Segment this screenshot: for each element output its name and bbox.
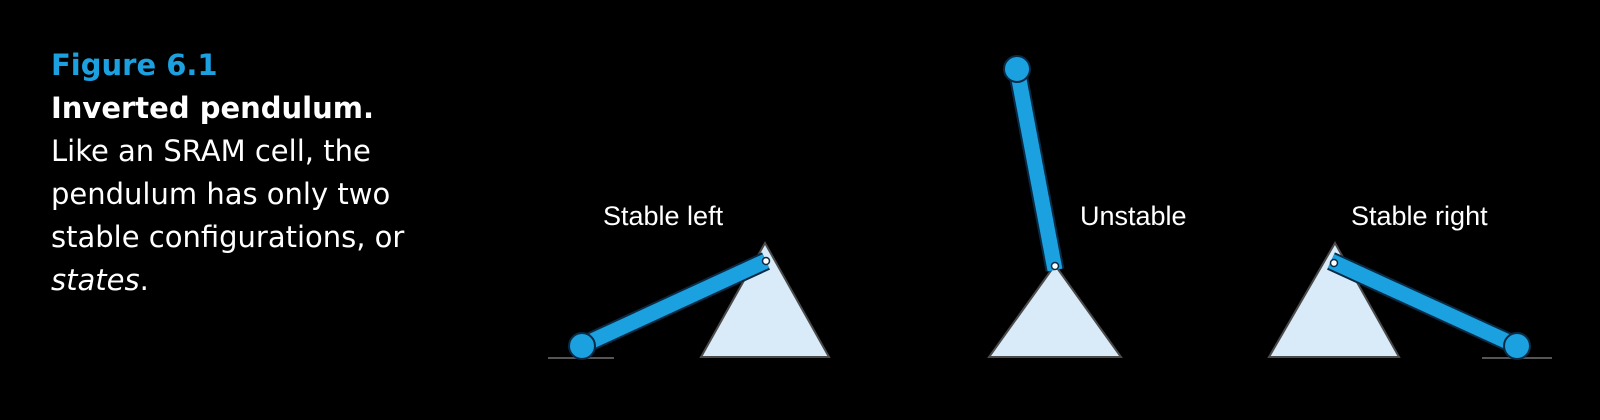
- pendulum-bob: [568, 332, 596, 360]
- pivot-pin: [1329, 258, 1339, 268]
- figure-title: Inverted pendulum.: [51, 91, 374, 125]
- figure-caption: Figure 6.1 Inverted pendulum. Like an SR…: [51, 44, 431, 302]
- pendulum-bob: [1003, 55, 1031, 83]
- pendulum-stable-left: Stable left: [548, 201, 831, 360]
- state-label-stable-left: Stable left: [603, 201, 724, 231]
- pendulum-bob: [1503, 332, 1531, 360]
- figure-description: Like an SRAM cell, the pendulum has only…: [51, 134, 405, 254]
- pendulum-rod: [1009, 67, 1063, 272]
- pendulum-unstable: Unstable: [987, 55, 1187, 358]
- state-label-stable-right: Stable right: [1351, 201, 1488, 231]
- figure-period: .: [139, 263, 149, 297]
- pivot-base: [699, 240, 831, 358]
- pivot-base: [987, 263, 1123, 358]
- figure-emphasis: states: [51, 263, 140, 297]
- figure-number: Figure 6.1: [51, 48, 218, 82]
- pendulum-rod: [577, 254, 770, 353]
- pivot-base: [1267, 240, 1401, 358]
- pendulum-rod: [1327, 254, 1521, 353]
- state-label-unstable: Unstable: [1080, 201, 1187, 231]
- pivot-pin: [1050, 261, 1060, 271]
- pendulum-stable-right: Stable right: [1267, 201, 1552, 360]
- pivot-pin: [761, 256, 771, 266]
